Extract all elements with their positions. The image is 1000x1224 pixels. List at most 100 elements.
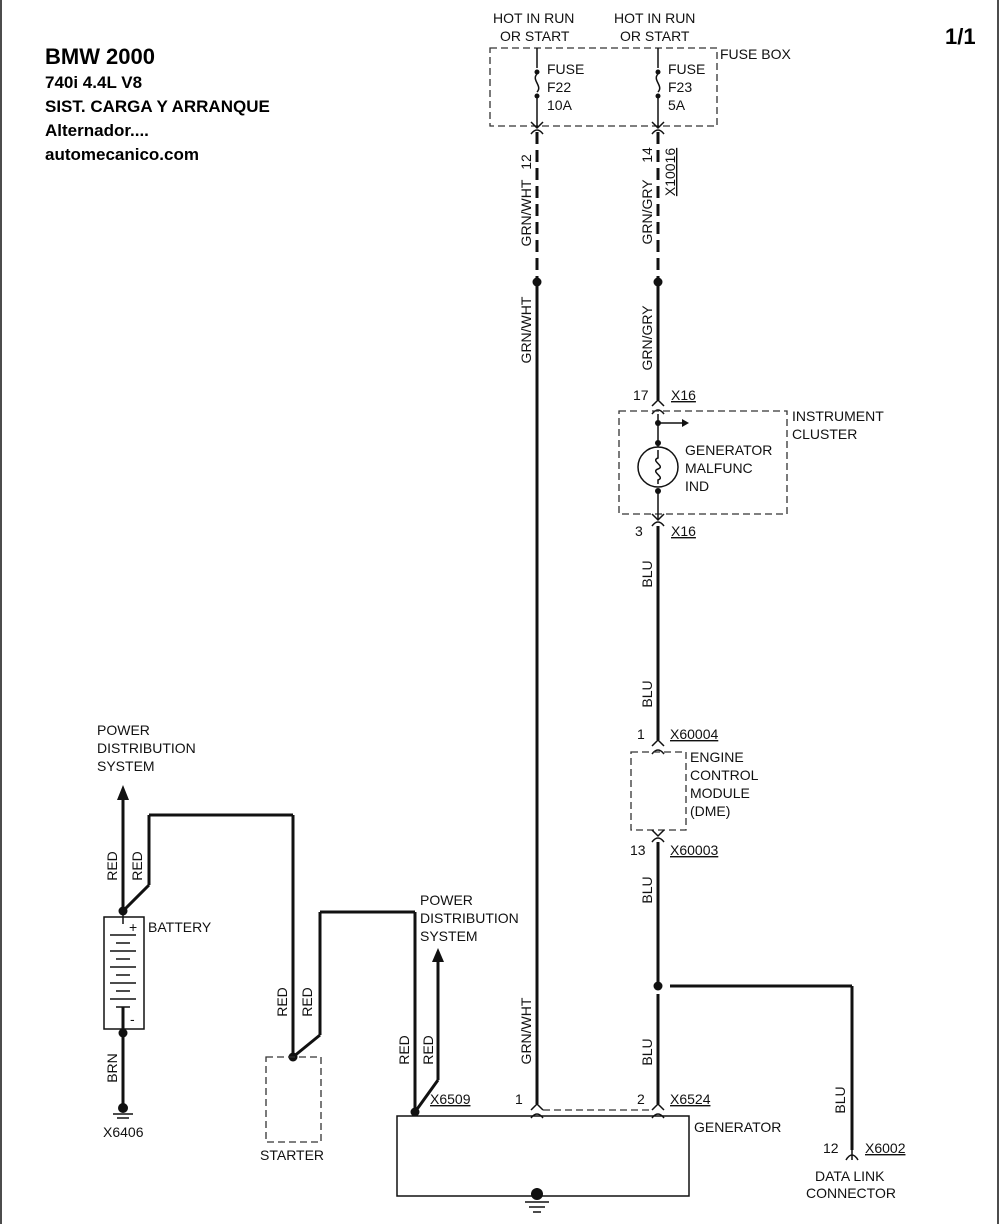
fuse-box: HOT IN RUN OR START HOT IN RUN OR START … — [489, 10, 791, 135]
instrument-cluster-label-1: INSTRUMENT — [792, 408, 884, 424]
pin-13: 13 — [630, 842, 646, 858]
starter-label: STARTER — [260, 1147, 324, 1163]
wire-blu-upper: BLU BLU — [639, 526, 660, 740]
pin-12-dlc: 12 — [823, 1140, 839, 1156]
battery-minus: - — [130, 1011, 135, 1027]
pin-1-ecm: 1 — [637, 726, 645, 742]
gen-indicator-label-3: IND — [685, 478, 709, 494]
wire-label-blu-1: BLU — [639, 560, 655, 587]
ground-icon — [118, 1103, 128, 1113]
pin-3: 3 — [635, 523, 643, 539]
arrow-right-icon — [682, 419, 689, 427]
wire-label-red-3: RED — [274, 987, 290, 1017]
connector-x10016: X10016 — [662, 148, 678, 196]
power-dist-mid-1: POWER — [420, 892, 473, 908]
fuse-f23-label: FUSE — [668, 61, 705, 77]
data-link-connector: 12 X6002 DATA LINK CONNECTOR — [806, 1140, 906, 1201]
hot-label-left-2: OR START — [500, 28, 570, 44]
battery-plus: + — [129, 919, 137, 935]
battery: POWER DISTRIBUTION SYSTEM RED RED + - BA… — [97, 722, 212, 1140]
starter: STARTER RED RED — [121, 813, 324, 1163]
pin-1-gen: 1 — [515, 1091, 523, 1107]
warning-lamp-icon — [637, 446, 679, 488]
connector-x6002: X6002 — [865, 1140, 906, 1156]
fuse-f23-icon — [655, 73, 661, 93]
dlc-label-2: CONNECTOR — [806, 1185, 896, 1201]
pin-12-top: 12 — [518, 154, 534, 170]
wire-blu-lower: BLU BLU BLU — [639, 842, 854, 1150]
power-dist-left-1: POWER — [97, 722, 150, 738]
instrument-cluster-outline — [618, 410, 788, 515]
header-year: 2000 — [106, 44, 155, 69]
dlc-label-1: DATA LINK — [815, 1168, 885, 1184]
wire-label-blu-3: BLU — [639, 876, 655, 903]
battery-cells-icon — [110, 934, 136, 1008]
connector-x6524: X6524 — [670, 1091, 711, 1107]
starter-outline — [265, 1056, 322, 1143]
instrument-cluster-label-2: CLUSTER — [792, 426, 857, 442]
fuse-f22-icon — [534, 73, 540, 93]
power-dist-left-2: DISTRIBUTION — [97, 740, 196, 756]
header-make: BMW — [45, 44, 100, 69]
arrow-up-icon — [432, 948, 444, 962]
wire-label-red-4: RED — [299, 987, 315, 1017]
arrow-up-icon — [117, 785, 129, 800]
connector-x6406: X6406 — [103, 1124, 144, 1140]
gen-indicator-label-1: GENERATOR — [685, 442, 772, 458]
connector-x60003: X60003 — [670, 842, 718, 858]
ecm-label-1: ENGINE — [690, 749, 744, 765]
page-number: 1/1 — [945, 24, 976, 49]
fuse-box-label: FUSE BOX — [720, 46, 791, 62]
engine-control-module: 1 X60004 ENGINE CONTROL MODULE (DME) 13 … — [630, 726, 759, 858]
header-block: BMW 2000 740i 4.4L V8 SIST. CARGA Y ARRA… — [45, 24, 976, 164]
wire-label-red-1: RED — [396, 1035, 412, 1065]
generator-body — [396, 1115, 690, 1197]
gen-indicator-label-2: MALFUNC — [685, 460, 753, 476]
ecm-label-3: MODULE — [690, 785, 750, 801]
wire-label-grn-wht-3: GRN/WHT — [518, 997, 534, 1064]
fuse-f23-id: F23 — [668, 79, 692, 95]
pin-14: 14 — [639, 147, 655, 163]
power-dist-mid-3: SYSTEM — [420, 928, 478, 944]
pin-2-gen: 2 — [637, 1091, 645, 1107]
wire-label-grn-wht-1: GRN/WHT — [518, 179, 534, 246]
fuse-f22-rating: 10A — [547, 97, 573, 113]
hot-label-left-1: HOT IN RUN — [493, 10, 574, 26]
header-system: SIST. CARGA Y ARRANQUE — [45, 97, 270, 116]
wire-label-blu-4: BLU — [639, 1038, 655, 1065]
ecm-outline — [630, 751, 687, 831]
wire-label-red-5: RED — [104, 851, 120, 881]
header-component: Alternador.... — [45, 121, 149, 140]
wire-label-brn: BRN — [104, 1053, 120, 1083]
wire-red-generator: X6509 RED RED POWER DISTRIBUTION SYSTEM — [292, 892, 519, 1117]
connector-x60004: X60004 — [670, 726, 718, 742]
fuse-box-outline — [489, 47, 718, 127]
fuse-f23-rating: 5A — [668, 97, 686, 113]
battery-label: BATTERY — [148, 919, 212, 935]
pin-17: 17 — [633, 387, 649, 403]
wire-label-grn-gry-2: GRN/GRY — [639, 305, 655, 371]
hot-label-right-2: OR START — [620, 28, 690, 44]
header-model: 740i 4.4L V8 — [45, 73, 142, 92]
generator-label: GENERATOR — [694, 1119, 781, 1135]
fuse-f22-label: FUSE — [547, 61, 584, 77]
wire-label-grn-gry-1: GRN/GRY — [639, 179, 655, 245]
power-dist-left-3: SYSTEM — [97, 758, 155, 774]
wire-label-blu-2: BLU — [639, 680, 655, 707]
wire-grn-wht: 12 GRN/WHT GRN/WHT GRN/WHT — [518, 132, 542, 1104]
wire-label-red-6: RED — [129, 851, 145, 881]
wire-grn-gry: 14 X10016 GRN/GRY GRN/GRY — [639, 132, 678, 400]
ground-icon — [531, 1188, 543, 1200]
fuse-f22-id: F22 — [547, 79, 571, 95]
generator: 1 2 X6524 GENERATOR — [396, 1091, 781, 1213]
power-dist-mid-2: DISTRIBUTION — [420, 910, 519, 926]
connector-x6509: X6509 — [430, 1091, 471, 1107]
instrument-cluster: 17 X16 INSTRUMENT CLUSTER GENERATOR MALF… — [618, 387, 884, 539]
connector-x16-bottom: X16 — [671, 523, 696, 539]
splice-point — [653, 981, 663, 991]
wire-label-grn-wht-2: GRN/WHT — [518, 296, 534, 363]
connector-x16-top: X16 — [671, 387, 696, 403]
wire-label-blu-5: BLU — [832, 1086, 848, 1113]
ecm-label-2: CONTROL — [690, 767, 759, 783]
